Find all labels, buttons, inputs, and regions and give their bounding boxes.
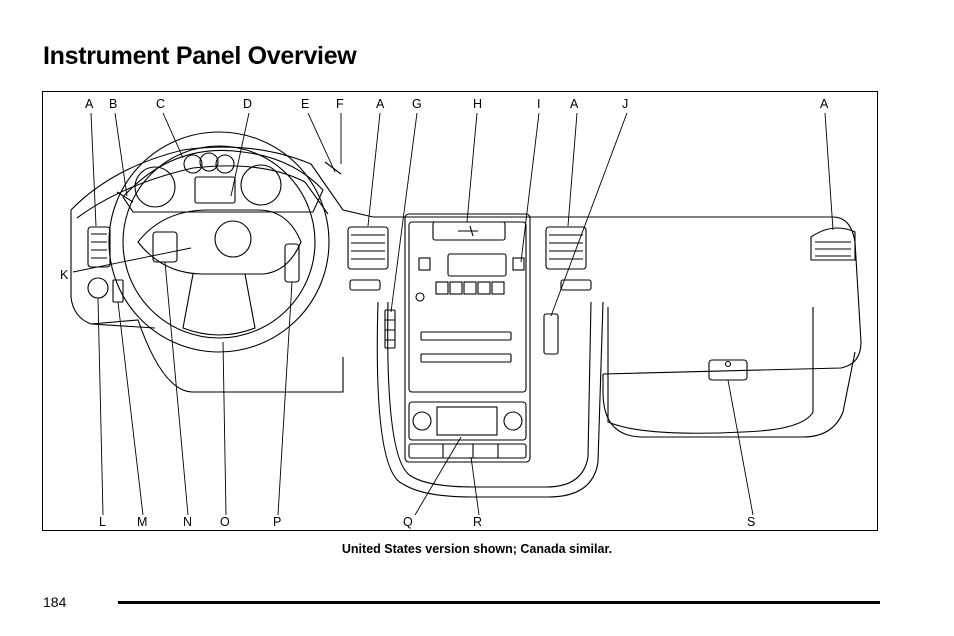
callout-label: Q	[403, 515, 413, 529]
headlamp-switch	[87, 277, 109, 299]
cruise-lever	[116, 191, 134, 203]
tachometer-gauge	[240, 164, 282, 206]
preset-button-5	[491, 281, 505, 295]
callout-label: I	[537, 97, 540, 111]
volt-gauge	[215, 154, 235, 174]
cd-slot-lower	[420, 353, 512, 363]
hvac-knob-left	[412, 411, 432, 431]
dash-lower-right	[602, 351, 856, 438]
callout-label: A	[376, 97, 385, 111]
steering-wheel-rim-inner	[122, 145, 316, 339]
instrument-dimmer	[112, 279, 124, 303]
callout-label: F	[336, 97, 344, 111]
lower-switch-bank	[408, 443, 527, 459]
callout-label: H	[473, 97, 482, 111]
callout-label: E	[301, 97, 309, 111]
callout-label: N	[183, 515, 192, 529]
steering-wheel-rim	[108, 131, 330, 353]
callouts-left: K	[60, 268, 69, 282]
radio-bezel	[408, 221, 527, 393]
callout-label: L	[99, 515, 106, 529]
callout-label: A	[820, 97, 829, 111]
callout-label: G	[412, 97, 422, 111]
vent-right-outer	[810, 227, 856, 261]
dash-lower-line	[90, 319, 344, 393]
clock-panel	[432, 221, 506, 241]
pedal-switch-stack	[384, 309, 396, 349]
dash-top-inner	[76, 165, 329, 219]
callout-label: R	[473, 515, 482, 529]
vent-left-outer	[87, 226, 111, 268]
callout-label: S	[747, 515, 755, 529]
page-title: Instrument Panel Overview	[43, 42, 357, 70]
figure-caption: United States version shown; Canada simi…	[341, 542, 613, 556]
footer-rule	[118, 601, 880, 604]
hvac-knob-right	[503, 411, 523, 431]
instrument-panel-illustration: A B C D E F A G H I A J A K L M N O P Q …	[42, 91, 878, 531]
callout-label: K	[60, 268, 69, 282]
steering-wheel-spokes	[137, 209, 302, 275]
center-console-inner	[387, 301, 592, 488]
hazard-switch-right	[560, 279, 592, 291]
callout-label: P	[273, 515, 281, 529]
radio-display	[447, 253, 507, 277]
callouts-bottom: L M N O P Q R S	[99, 515, 755, 529]
clock-hands	[458, 225, 478, 237]
hvac-panel	[408, 401, 527, 441]
instrument-panel-drawing: A B C D E F A G H I A J A K L M N O P Q …	[60, 97, 862, 529]
radio-button-left	[418, 257, 431, 271]
leader-lines	[72, 112, 834, 516]
radio-button-right	[512, 257, 525, 271]
preset-button-3	[463, 281, 477, 295]
glovebox-outline	[607, 307, 814, 434]
callout-label: D	[243, 97, 252, 111]
callout-label: C	[156, 97, 165, 111]
callout-label: J	[622, 97, 628, 111]
preset-button-1	[435, 281, 449, 295]
vent-center-right	[545, 226, 587, 270]
callouts-top: A B C D E F A G H I A J A	[85, 97, 829, 111]
hazard-switch-left	[349, 279, 381, 291]
steering-wheel-lower-spoke	[182, 273, 256, 336]
callout-label: A	[570, 97, 579, 111]
center-console-outline	[376, 301, 604, 498]
callout-label: B	[109, 97, 117, 111]
speedometer-gauge	[134, 166, 176, 208]
callout-label: O	[220, 515, 230, 529]
hvac-buttons	[436, 406, 498, 436]
cd-slot-upper	[420, 331, 512, 341]
steering-control-left	[152, 231, 178, 263]
temp-gauge	[199, 152, 219, 172]
lower-switch-dividers	[442, 444, 499, 458]
callout-label: A	[85, 97, 94, 111]
fuel-gauge	[183, 154, 203, 174]
vent-center-left	[347, 226, 389, 270]
steering-wheel-hub	[214, 220, 252, 258]
passenger-airbag-indicator	[543, 313, 559, 355]
page-number: 184	[43, 594, 67, 610]
dash-left-side	[70, 210, 156, 329]
preset-button-4	[477, 281, 491, 295]
dash-top-outline	[70, 146, 862, 375]
preset-button-2	[449, 281, 463, 295]
callout-label: M	[137, 515, 147, 529]
radio-knob-left	[415, 292, 425, 302]
driver-info-center	[194, 176, 236, 204]
